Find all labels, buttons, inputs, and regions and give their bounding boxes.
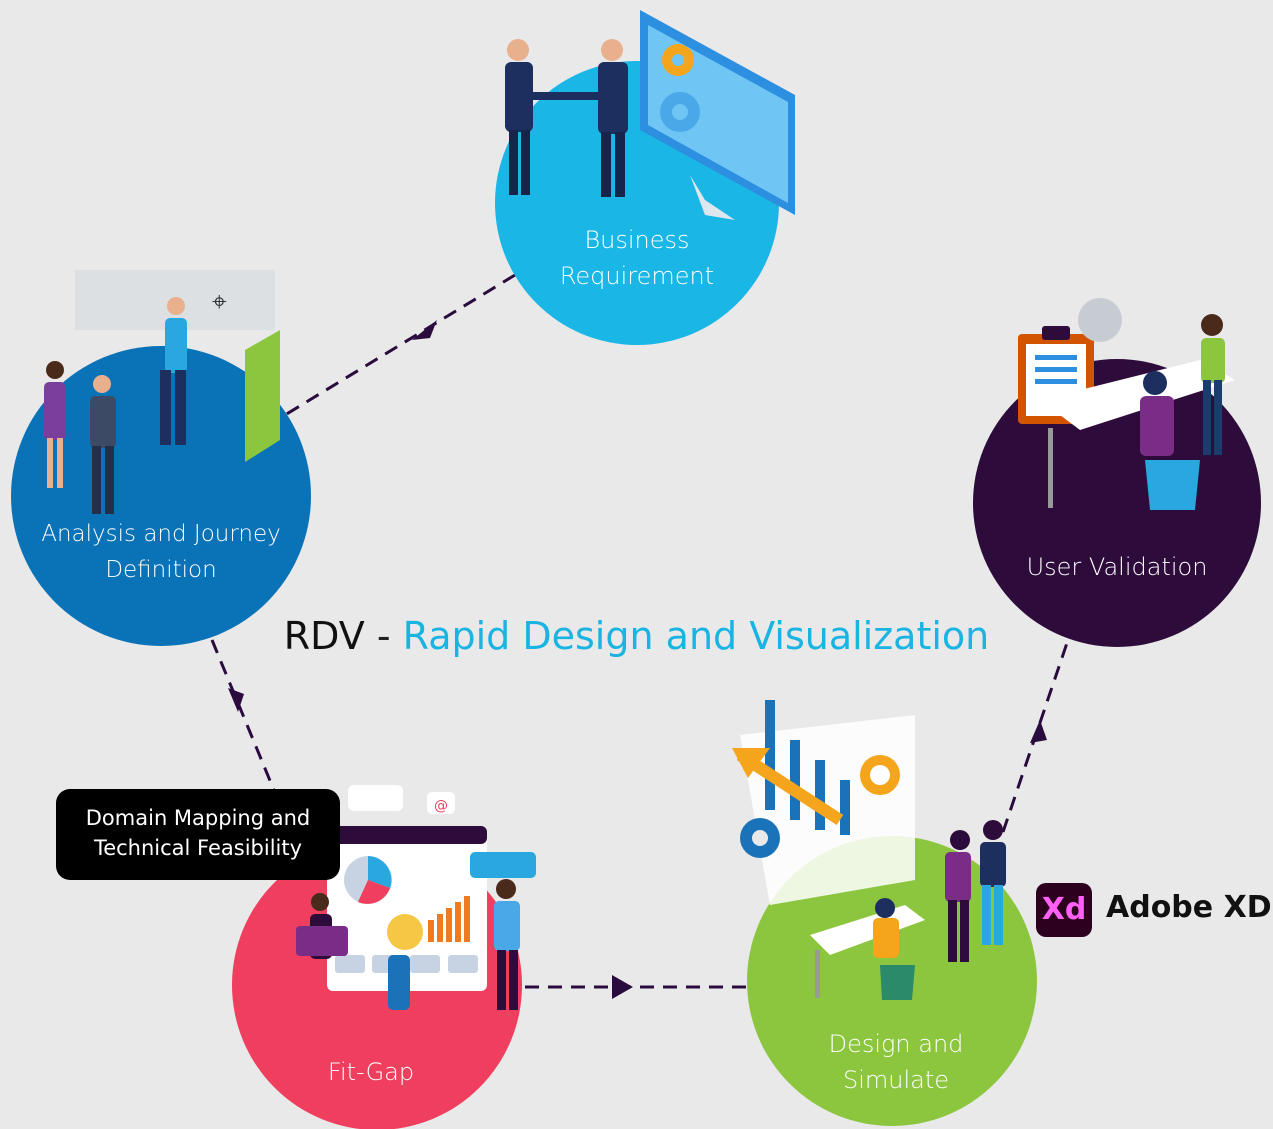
arrowheads xyxy=(228,320,1047,999)
analysis-illustration: ⌖ xyxy=(44,270,280,514)
adobe-xd-logo-icon: Xd xyxy=(1036,883,1092,937)
callout-line2: Technical Feasibility xyxy=(93,836,303,860)
business-requirement-label: Business Requirement xyxy=(517,222,757,294)
analysis-label: Analysis and Journey Definition xyxy=(11,516,311,588)
arrowhead-to-analysis xyxy=(412,320,437,340)
fitgap-label: Fit-Gap xyxy=(271,1054,471,1090)
arrowhead-to-validation xyxy=(1030,720,1047,743)
business-requirement-line1: Business xyxy=(584,226,690,254)
title-full: Rapid Design and Visualization xyxy=(402,614,990,658)
arrowhead-to-design xyxy=(612,975,633,999)
fitgap-line1: Fit-Gap xyxy=(327,1058,415,1086)
callout-line1: Domain Mapping and xyxy=(85,806,311,830)
business-requirement-line2: Requirement xyxy=(559,262,715,290)
diagram-title: RDV - Rapid Design and Visualization xyxy=(0,614,1273,658)
title-abbr: RDV xyxy=(283,614,365,658)
svg-text:⌖: ⌖ xyxy=(212,287,227,317)
user-validation-circle xyxy=(973,359,1261,647)
design-illustration xyxy=(732,700,1006,1000)
handshake-illustration xyxy=(505,10,795,220)
analysis-circle xyxy=(11,346,311,646)
design-line2: Simulate xyxy=(842,1066,950,1094)
user-validation-line1: User Validation xyxy=(1026,553,1208,581)
adobe-xd-name: Adobe XD xyxy=(1106,890,1272,925)
analysis-line1: Analysis and Journey xyxy=(41,521,281,547)
analysis-line2: Definition xyxy=(105,557,217,583)
title-separator: - xyxy=(376,614,391,658)
design-line1: Design and xyxy=(828,1030,964,1058)
svg-text:@: @ xyxy=(434,798,448,814)
connector-business-to-analysis xyxy=(284,273,516,417)
arrowhead-to-fitgap xyxy=(228,688,244,712)
fitgap-illustration: @ xyxy=(296,785,536,1010)
connector-analysis-to-fitgap xyxy=(210,639,280,801)
domain-mapping-callout: Domain Mapping and Technical Feasibility xyxy=(56,789,340,880)
validation-illustration xyxy=(1018,298,1235,510)
user-validation-label: User Validation xyxy=(987,549,1247,585)
design-label: Design and Simulate xyxy=(776,1026,1016,1098)
